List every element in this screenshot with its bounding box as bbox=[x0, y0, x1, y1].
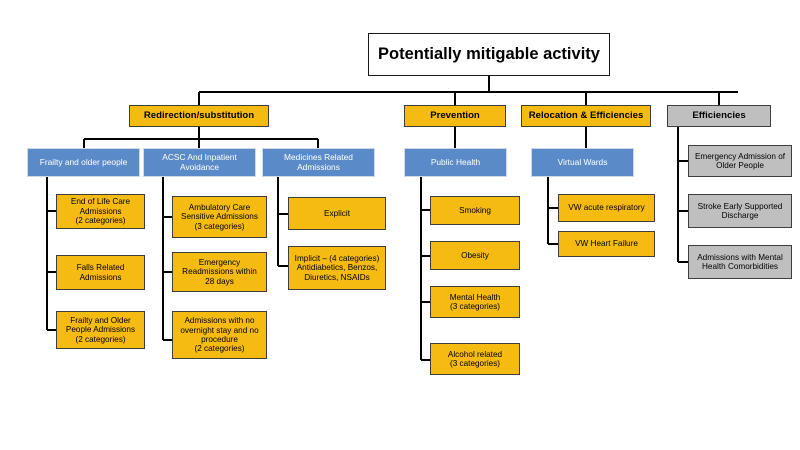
category-label: Prevention bbox=[430, 110, 480, 122]
subcategory-label: Virtual Wards bbox=[557, 156, 608, 167]
leaf-vw-acute-respiratory[interactable]: VW acute respiratory bbox=[558, 194, 655, 222]
subcategory-label: Medicines Related Admissions bbox=[284, 151, 353, 172]
subcategory-medicines-related-admissions[interactable]: Medicines Related Admissions bbox=[262, 148, 375, 177]
subcategory-label: ACSC And Inpatient Avoidance bbox=[162, 151, 237, 172]
leaf-label: Mental Health (3 categories) bbox=[449, 292, 501, 311]
leaf-emergency-admission-of-older-people[interactable]: Emergency Admission of Older People bbox=[688, 145, 792, 177]
subcategory-label: Frailty and older people bbox=[39, 156, 128, 167]
leaf-label: Alcohol related (3 categories) bbox=[447, 349, 503, 368]
leaf-label: VW acute respiratory bbox=[568, 203, 645, 213]
category-label: Relocation & Efficiencies bbox=[528, 110, 644, 122]
subcategory-label: Public Health bbox=[430, 156, 481, 167]
leaf-end-of-life-care-admissions[interactable]: End of Life Care Admissions (2 categorie… bbox=[56, 194, 145, 229]
leaf-frailty-and-older-people-admissions[interactable]: Frailty and Older People Admissions (2 c… bbox=[56, 311, 145, 349]
leaf-admissions-no-overnight-stay-no-procedure[interactable]: Admissions with no overnight stay and no… bbox=[172, 311, 267, 359]
category-label: Efficiencies bbox=[692, 110, 746, 122]
leaf-explicit[interactable]: Explicit bbox=[288, 197, 386, 230]
leaf-admissions-with-mental-health-comorbidities[interactable]: Admissions with Mental Health Comorbidit… bbox=[688, 245, 792, 279]
category-relocation[interactable]: Relocation & Efficiencies bbox=[521, 105, 651, 127]
category-prevention[interactable]: Prevention bbox=[404, 105, 506, 127]
leaf-label: Admissions with no overnight stay and no… bbox=[180, 316, 259, 354]
leaf-falls-related-admissions[interactable]: Falls Related Admissions bbox=[56, 255, 145, 290]
leaf-alcohol-related[interactable]: Alcohol related (3 categories) bbox=[430, 343, 520, 375]
leaf-label: End of Life Care Admissions (2 categorie… bbox=[70, 197, 131, 226]
leaf-label: Obesity bbox=[461, 250, 489, 260]
leaf-stroke-early-supported-discharge[interactable]: Stroke Early Supported Discharge bbox=[688, 194, 792, 228]
category-label: Redirection/substitution bbox=[143, 110, 255, 122]
leaf-obesity[interactable]: Obesity bbox=[430, 241, 520, 270]
leaf-label: Admissions with Mental Health Comorbidit… bbox=[697, 252, 783, 271]
leaf-emergency-readmissions-28-days[interactable]: Emergency Readmissions within 28 days bbox=[172, 252, 267, 292]
root-label: Potentially mitigable activity bbox=[378, 45, 600, 64]
leaf-implicit[interactable]: Implicit – (4 categories) Antidiabetics,… bbox=[288, 246, 386, 290]
subcategory-acsc-and-inpatient-avoidance[interactable]: ACSC And Inpatient Avoidance bbox=[143, 148, 256, 177]
subcategory-frailty-and-older-people[interactable]: Frailty and older people bbox=[27, 148, 140, 177]
leaf-label: VW Heart Failure bbox=[575, 239, 638, 249]
root-node: Potentially mitigable activity bbox=[368, 33, 610, 76]
leaf-label: Emergency Admission of Older People bbox=[694, 151, 786, 170]
leaf-label: Frailty and Older People Admissions (2 c… bbox=[65, 315, 136, 344]
leaf-mental-health[interactable]: Mental Health (3 categories) bbox=[430, 286, 520, 318]
category-redirection[interactable]: Redirection/substitution bbox=[129, 105, 269, 127]
subcategory-public-health[interactable]: Public Health bbox=[404, 148, 507, 177]
leaf-label: Stroke Early Supported Discharge bbox=[697, 201, 783, 220]
leaf-label: Emergency Readmissions within 28 days bbox=[182, 257, 257, 286]
leaf-label: Falls Related Admissions bbox=[76, 263, 125, 282]
leaf-label: Smoking bbox=[459, 205, 491, 215]
subcategory-virtual-wards[interactable]: Virtual Wards bbox=[531, 148, 634, 177]
leaf-vw-heart-failure[interactable]: VW Heart Failure bbox=[558, 231, 655, 257]
leaf-ambulatory-care-sensitive-admissions[interactable]: Ambulatory Care Sensitive Admissions (3 … bbox=[172, 196, 267, 238]
leaf-label: Implicit – (4 categories) Antidiabetics,… bbox=[294, 253, 380, 282]
leaf-label: Explicit bbox=[324, 208, 350, 218]
leaf-label: Ambulatory Care Sensitive Admissions (3 … bbox=[181, 202, 258, 231]
category-efficiencies[interactable]: Efficiencies bbox=[667, 105, 771, 127]
leaf-smoking[interactable]: Smoking bbox=[430, 196, 520, 225]
